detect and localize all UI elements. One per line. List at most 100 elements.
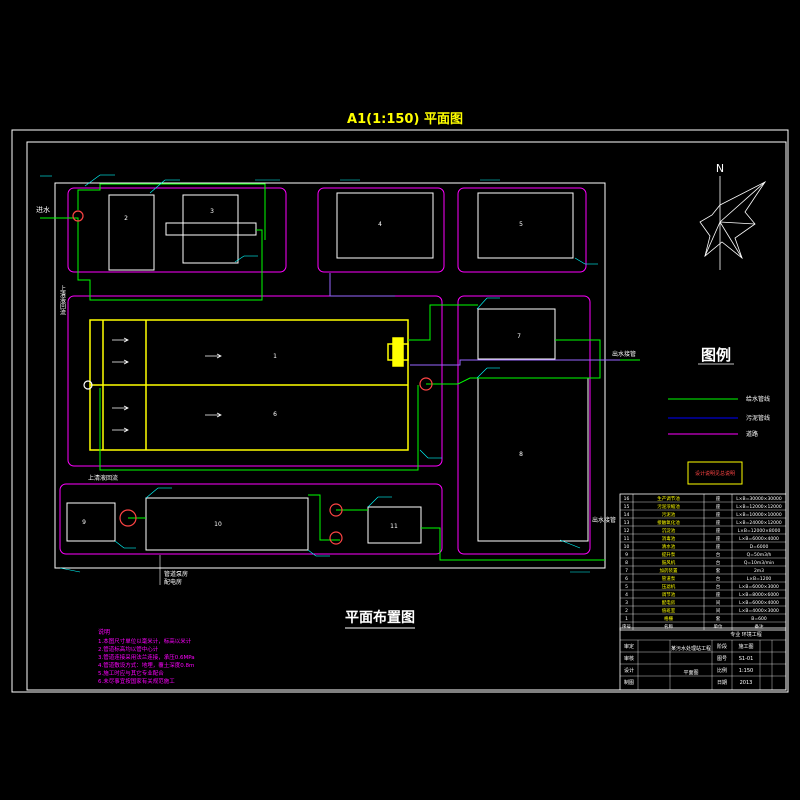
sheet-title: A1(1:150) 平面图	[347, 112, 463, 127]
table-cell: L×B=6000×3000	[739, 584, 779, 590]
date-label: 日期	[717, 680, 727, 686]
table-cell: 2m3	[754, 568, 764, 574]
stamp-text: 设计说明见总说明	[695, 470, 735, 477]
table-cell: 管道泵	[662, 575, 676, 582]
project-name: 某污水处理站工程	[671, 645, 711, 652]
table-cell: 6	[625, 576, 628, 582]
table-cell: 套	[716, 567, 721, 574]
table-cell: 加药装置	[660, 567, 678, 574]
table-cell: 接触氧化池	[657, 519, 680, 526]
tag-main-upper: 1	[273, 353, 277, 360]
flow-arrow	[205, 412, 222, 418]
table-cell: 间	[716, 607, 721, 614]
top-mid-tank	[336, 192, 434, 259]
table-cell: L×B=30000×30000	[736, 496, 782, 502]
bottom-right-tank	[367, 506, 422, 544]
table-cell: 提升泵	[662, 551, 676, 558]
phase-label: 阶段	[717, 643, 727, 650]
table-cell: 1	[625, 616, 628, 622]
right-mid-tank	[477, 308, 556, 360]
tag-pump: 3	[210, 208, 214, 215]
table-cell: L×B=8000×6000	[739, 592, 779, 598]
zone-top-mid	[317, 187, 445, 273]
title-field-label: 审定	[624, 643, 634, 650]
tag-bottom-b: 10	[214, 521, 222, 528]
title-field-label: 审核	[624, 655, 634, 662]
drawing-name: 平面图	[683, 670, 698, 676]
table-cell: 3	[625, 600, 628, 606]
table-cell: L×B=4000×3000	[739, 608, 779, 614]
water-pipes	[40, 183, 640, 561]
bottom-label-pump: 管道泵房	[164, 570, 188, 578]
tag-main-lower: 6	[273, 411, 277, 418]
sheet-no-label: 图号	[717, 656, 727, 662]
table-cell: D=6000	[750, 544, 769, 550]
zone-top-left	[67, 187, 287, 273]
flow-arrow	[205, 353, 222, 359]
pipe-sludge	[410, 359, 620, 366]
table-footer-cell: 备注	[755, 623, 764, 630]
table-cell: L×B=10000×10000	[736, 512, 782, 518]
legend: 给水管线 污泥管线 道路	[668, 395, 770, 438]
pump-icon	[72, 210, 84, 222]
table-cell: 台	[716, 583, 721, 590]
bottom-left-tank	[66, 502, 116, 542]
pipe-main-link	[408, 304, 478, 341]
note-line: 6.未尽事宜按国家有关规范施工	[98, 677, 175, 685]
table-cell: 清水池	[662, 543, 676, 550]
return-label-bottom: 上清液回流	[88, 474, 118, 482]
legend-label: 污泥管线	[746, 414, 770, 422]
table-cell: 13	[624, 520, 630, 526]
scale-value: 1:150	[739, 668, 753, 674]
road-zones	[59, 187, 591, 555]
right-big-tank	[477, 377, 589, 542]
outlet-label: 出水接管	[612, 350, 636, 358]
flow-arrow	[112, 427, 129, 433]
table-cell: 污泥浓缩池	[657, 503, 680, 510]
table-cell: 14	[624, 512, 630, 518]
zone-mid-left	[67, 295, 443, 467]
flow-arrow	[112, 405, 129, 411]
table-cell: 格栅	[664, 615, 673, 622]
tag-topright: 5	[519, 221, 523, 228]
table-cell: B=600	[751, 616, 767, 622]
table-cell: 16	[624, 496, 630, 502]
table-footer-cell: 名称	[664, 623, 673, 630]
date-value: 2013	[740, 680, 753, 686]
table-cell: 沉淀池	[662, 527, 676, 534]
table-cell: 12	[624, 528, 630, 534]
outer-frame	[11, 129, 789, 693]
inlet-label: 进水	[36, 205, 50, 214]
pump-house-pipe	[165, 222, 257, 236]
zone-right	[457, 295, 591, 555]
pumps	[72, 210, 433, 545]
pipe-right-up	[426, 360, 601, 385]
table-cell: 套	[716, 615, 721, 622]
title-field-label: 制图	[624, 679, 634, 686]
table-cell: 值班室	[662, 607, 676, 614]
table-cell: L×B=12000×12000	[736, 504, 782, 510]
table-cell: 座	[716, 535, 721, 542]
phase-value: 施工图	[738, 643, 753, 650]
table-cell: L×B=6000×4000	[739, 536, 779, 542]
pump-icon	[329, 531, 343, 545]
grit-tank	[108, 194, 155, 271]
blower-unit	[392, 337, 404, 367]
note-line: 1.本图尺寸单位以毫米计，标高以米计	[98, 637, 192, 645]
pipe-sludge-2	[329, 273, 395, 297]
table-cell: 4	[625, 592, 628, 598]
table-cell: L×B=1200	[747, 576, 772, 582]
north-label: N	[716, 162, 724, 175]
table-cell: L×B=12000×8000	[738, 528, 781, 534]
table-cell: Q=10m3/min	[744, 560, 774, 566]
table-cell: Q=50m3/h	[747, 552, 772, 558]
table-cell: 消毒池	[662, 535, 676, 542]
table-cell: 座	[716, 495, 721, 502]
table-cell: 座	[716, 519, 721, 526]
bottom-mid-tank	[145, 497, 309, 551]
table-cell: 9	[625, 552, 628, 558]
legend-title: 图例	[701, 346, 731, 364]
table-frame	[619, 493, 787, 631]
table-cell: 台	[716, 559, 721, 566]
